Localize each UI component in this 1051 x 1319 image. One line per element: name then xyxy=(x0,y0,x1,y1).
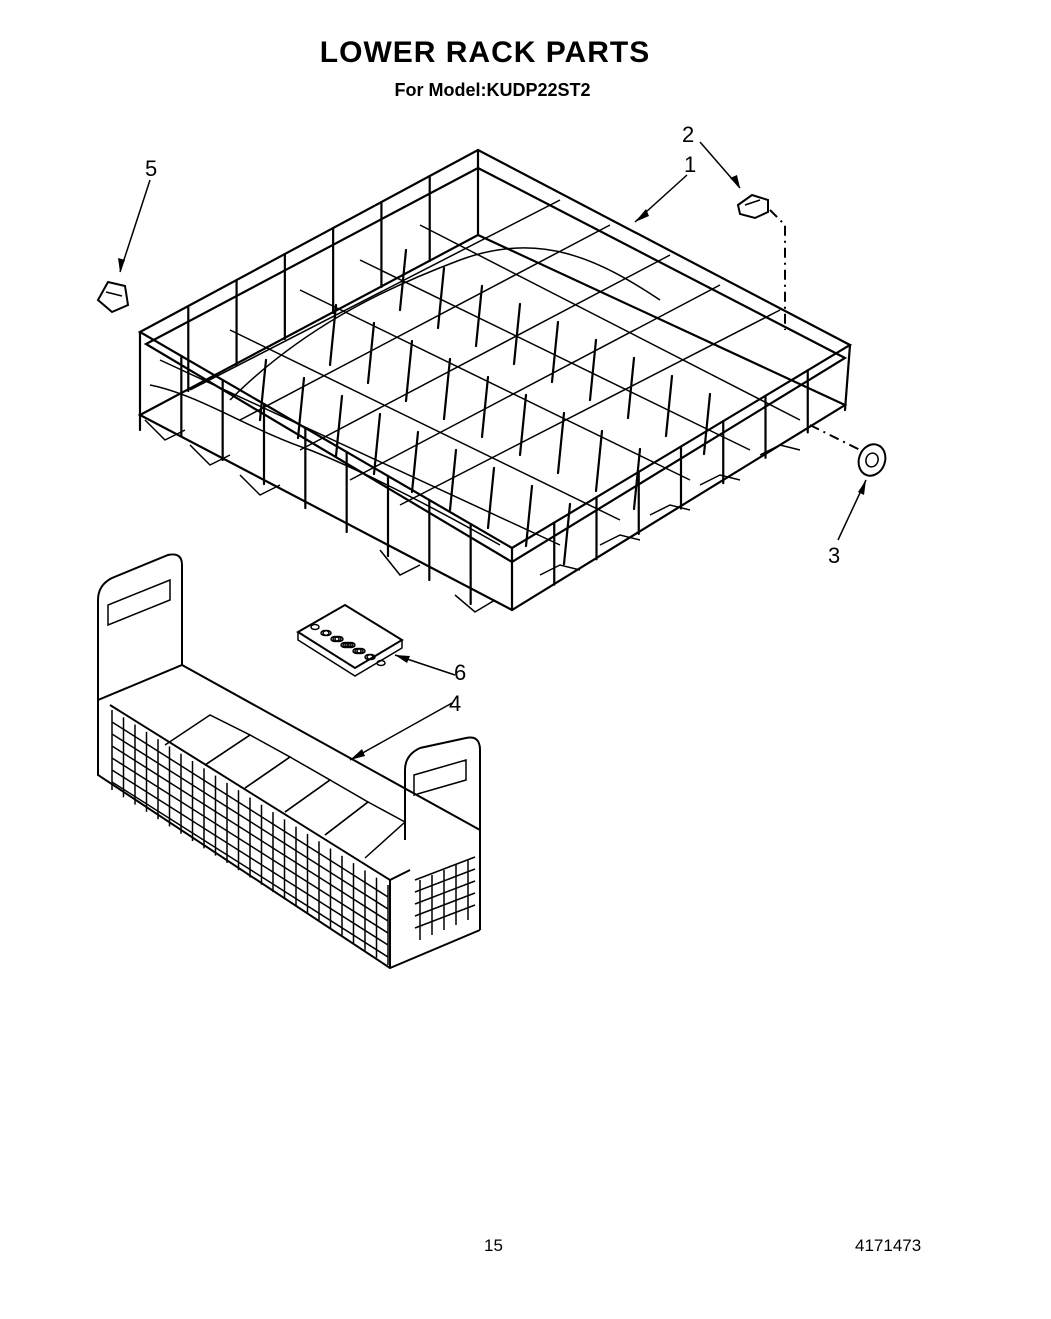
rack-clip-drawing xyxy=(736,193,786,330)
bumper-clip-drawing xyxy=(96,280,130,314)
page-title: LOWER RACK PARTS xyxy=(319,36,651,69)
callout-2: 2 xyxy=(682,122,694,147)
callout-4: 4 xyxy=(449,691,461,716)
roller-wheel-drawing xyxy=(809,424,887,477)
leader-lines xyxy=(118,141,867,761)
model-subtitle: For Model:KUDP22ST2 xyxy=(394,80,591,100)
callout-3: 3 xyxy=(828,543,840,568)
document-number: 4171473 xyxy=(855,1236,922,1255)
callout-6: 6 xyxy=(454,660,466,685)
basket-lid-drawing xyxy=(296,603,404,677)
lower-rack-drawing xyxy=(137,148,853,613)
callout-labels: 1 2 3 4 5 6 xyxy=(145,122,840,716)
callout-1: 1 xyxy=(684,152,696,177)
callout-5: 5 xyxy=(145,156,157,181)
page-number: 15 xyxy=(484,1236,503,1255)
silverware-basket-drawing xyxy=(97,553,481,970)
